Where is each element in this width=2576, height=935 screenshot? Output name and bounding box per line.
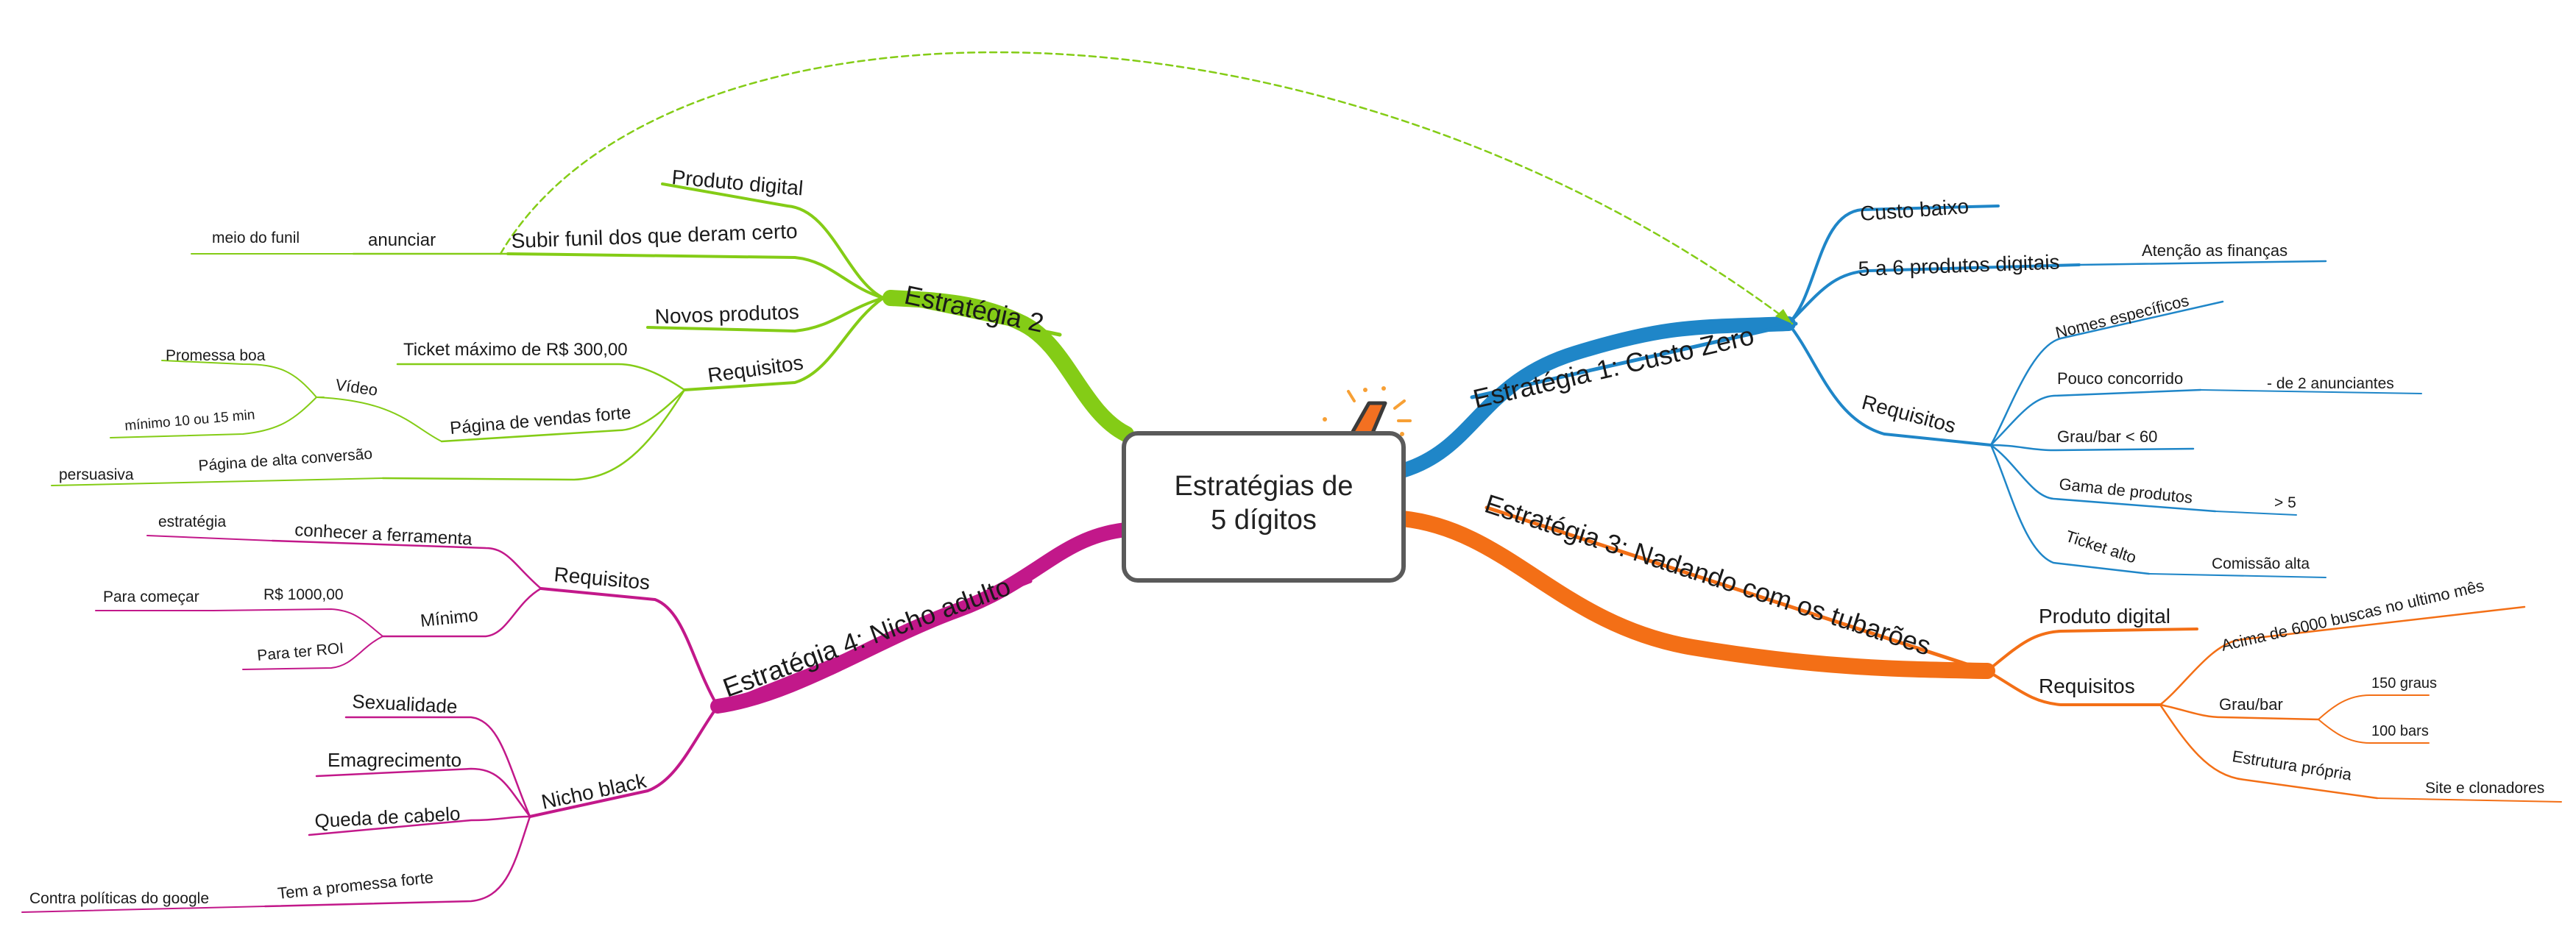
relationship-arrowhead bbox=[1775, 309, 1792, 324]
e4-valor-minimo[interactable]: R$ 1000,00 bbox=[263, 586, 344, 603]
e1-nomes-especificos[interactable]: Nomes específicos bbox=[2053, 291, 2190, 342]
e1-produtos-digitais[interactable]: 5 a 6 produtos digitais bbox=[1858, 250, 2060, 280]
e2-produto-digital[interactable]: Produto digital bbox=[670, 166, 804, 199]
e1-gama-valor[interactable]: > 5 bbox=[2274, 494, 2296, 511]
central-topic-title: Estratégias de 5 dígitos bbox=[1174, 471, 1354, 536]
branch-estrategia-1-trunk[interactable] bbox=[1395, 316, 1796, 478]
e1-comissao-alta[interactable]: Comissão alta bbox=[2212, 555, 2310, 572]
e4-contra-politicas[interactable]: Contra políticas do google bbox=[29, 890, 209, 907]
branch-title-estrategia-3[interactable]: Estratégia 3: Nadando com os tubarões bbox=[1482, 488, 1935, 661]
e2-ticket-maximo[interactable]: Ticket máximo de R$ 300,00 bbox=[403, 340, 628, 360]
e2-pagina-conversao[interactable]: Página de alta conversão bbox=[198, 446, 373, 474]
estrategia-2-subtree bbox=[51, 182, 885, 486]
e4-minimo[interactable]: Mínimo bbox=[420, 605, 479, 631]
e1-ticket-alto[interactable]: Ticket alto bbox=[2063, 527, 2138, 567]
branch-estrategia-3-trunk[interactable] bbox=[1394, 511, 1995, 679]
e4-estrategia[interactable]: estratégia bbox=[158, 513, 227, 530]
branch-estrategia-3-underline bbox=[1485, 505, 1989, 673]
e2-novos-produtos[interactable]: Novos produtos bbox=[654, 300, 799, 328]
e1-gama-produtos[interactable]: Gama de produtos bbox=[2058, 474, 2193, 507]
e3-150-graus[interactable]: 150 graus bbox=[2371, 675, 2437, 692]
e3-requisitos[interactable]: Requisitos bbox=[2039, 675, 2135, 697]
e4-promessa-forte[interactable]: Tem a promessa forte bbox=[277, 868, 434, 903]
e3-100-bars[interactable]: 100 bars bbox=[2371, 723, 2429, 739]
e2-anunciar[interactable]: anunciar bbox=[368, 230, 436, 250]
e2-meio-funil[interactable]: meio do funil bbox=[212, 230, 300, 246]
e2-video[interactable]: Vídeo bbox=[334, 375, 378, 399]
branch-title-estrategia-1[interactable]: Estratégia 1: Custo Zero bbox=[1471, 320, 1757, 414]
e4-queda-cabelo[interactable]: Queda de cabelo bbox=[314, 803, 461, 832]
e3-grau-bar[interactable]: Grau/bar bbox=[2219, 695, 2283, 714]
e1-pouco-concorrido[interactable]: Pouco concorrido bbox=[2057, 369, 2183, 388]
central-topic[interactable] bbox=[1122, 431, 1406, 583]
branch-estrategia-1-underline bbox=[1470, 321, 1798, 399]
estrategia-3-subtree bbox=[1986, 605, 2562, 803]
branch-title-estrategia-2[interactable]: Estratégia 2 bbox=[902, 280, 1046, 338]
branch-estrategia-2-trunk[interactable] bbox=[882, 290, 1134, 442]
e2-pagina-vendas[interactable]: Página de vendas forte bbox=[449, 403, 631, 438]
e2-promessa-boa[interactable]: Promessa boa bbox=[166, 347, 266, 364]
e2-subir-funil[interactable]: Subir funil dos que deram certo bbox=[511, 219, 798, 252]
e1-custo-baixo[interactable]: Custo baixo bbox=[1859, 195, 1970, 225]
estrategia-1-subtree bbox=[1787, 205, 2422, 578]
e1-grau-bar[interactable]: Grau/bar < 60 bbox=[2057, 427, 2157, 446]
e4-sexualidade[interactable]: Sexualidade bbox=[352, 690, 458, 717]
estrategia-4-subtree bbox=[21, 535, 719, 913]
branch-title-estrategia-4[interactable]: Estratégia 4: Nicho adulto bbox=[719, 571, 1014, 703]
e2-minimo-video[interactable]: mínimo 10 ou 15 min bbox=[124, 408, 256, 434]
e4-requisitos[interactable]: Requisitos bbox=[553, 563, 651, 594]
e2-persuasiva[interactable]: persuasiva bbox=[59, 466, 134, 483]
relationship-arc[interactable] bbox=[499, 51, 1794, 325]
branch-estrategia-4-underline bbox=[715, 579, 1033, 708]
branch-estrategia-2-underline bbox=[881, 296, 1062, 337]
e1-anunciantes[interactable]: - de 2 anunciantes bbox=[2267, 375, 2394, 392]
e4-para-comecar[interactable]: Para começar bbox=[103, 589, 199, 605]
e3-site-clonadores[interactable]: Site e clonadores bbox=[2425, 780, 2544, 797]
e1-atencao-financas[interactable]: Atenção as finanças bbox=[2142, 241, 2287, 260]
e4-nicho-black[interactable]: Nicho black bbox=[539, 769, 649, 814]
e3-produto-digital[interactable]: Produto digital bbox=[2039, 605, 2170, 628]
e4-emagrecimento[interactable]: Emagrecimento bbox=[328, 749, 461, 771]
e3-estrutura-propria[interactable]: Estrutura própria bbox=[2231, 747, 2353, 783]
e4-para-roi[interactable]: Para ter ROI bbox=[256, 640, 344, 664]
